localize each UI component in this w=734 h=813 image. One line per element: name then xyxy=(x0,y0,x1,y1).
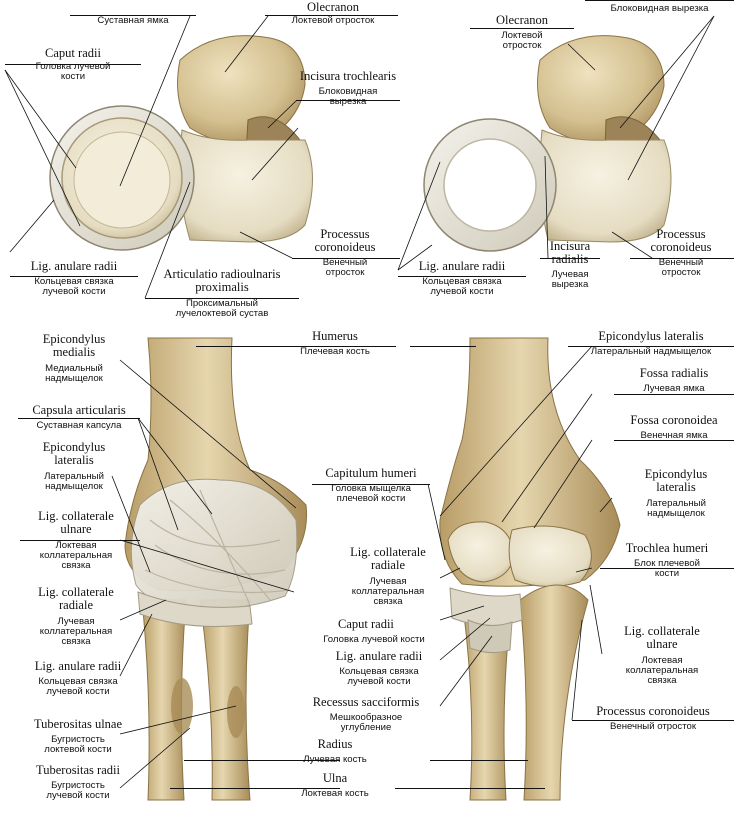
annular-ligament-d xyxy=(449,587,523,627)
label-olecranon-b: Olecranon Локтевой отросток xyxy=(495,13,549,52)
underline xyxy=(70,15,196,16)
label-lig-anulare-c: Lig. anulare radii Кольцевая связка луче… xyxy=(34,659,122,698)
underline xyxy=(395,788,545,789)
label-fossa-articularis: Суставная ямка xyxy=(97,15,169,26)
underline xyxy=(296,100,400,101)
label-lig-coll-radiale-d: Lig. collaterale radiale Лучевая коллате… xyxy=(350,545,426,608)
underline xyxy=(18,418,140,419)
label-lig-anulare-a: Lig. anulare radii Кольцевая связка луче… xyxy=(30,259,118,298)
underline xyxy=(20,540,140,541)
label-epicondylus-medialis: Epicondylus medialis Медиальный надмыщел… xyxy=(42,332,106,385)
label-radius: Radius Лучевая кость xyxy=(303,737,367,766)
label-caput-radii-a: Caput radii Головка лучевой кости xyxy=(35,46,111,83)
label-lig-coll-radiale-c: Lig. collaterale radiale Лучевая коллате… xyxy=(38,585,114,648)
underline xyxy=(184,760,340,761)
annular-ligament-c xyxy=(137,591,253,627)
label-incisura-trochlearis-b: Блоковидная вырезка xyxy=(610,3,709,14)
figure-a xyxy=(49,35,313,251)
capsule-c xyxy=(130,478,298,611)
underline xyxy=(196,346,396,347)
underline xyxy=(568,346,734,347)
underline xyxy=(470,28,574,29)
tuberositas-ulnae-c xyxy=(227,686,245,738)
label-lig-coll-ulnare-c: Lig. collaterale ulnare Локтевая коллате… xyxy=(38,509,114,572)
label-recessus: Recessus sacciformis Мешкообразное углуб… xyxy=(312,695,420,734)
annular-ring-hole-b xyxy=(443,138,537,232)
ulna-body-a xyxy=(179,129,313,243)
label-tuberositas-ulnae: Tuberositas ulnae Бугристость локтевой к… xyxy=(33,717,123,756)
radius-c xyxy=(141,599,187,801)
underline xyxy=(585,0,734,1)
underline xyxy=(600,568,734,569)
label-processus-coronoideus-b: Processus coronoideus Венечный отросток xyxy=(650,227,712,279)
label-humerus-c: Humerus Плечевая кость xyxy=(300,329,370,358)
label-trochlea: Trochlea humeri Блок плечевой кости xyxy=(625,541,709,580)
underline xyxy=(614,440,734,441)
label-olecranon-a: Olecranon Локтевой отросток xyxy=(291,0,375,27)
figure-c xyxy=(124,337,308,801)
label-processus-coronoideus-c: Processus coronoideus Венечный отросток xyxy=(596,704,710,733)
ulna-c xyxy=(199,599,251,801)
underline xyxy=(410,346,476,347)
ulna-d xyxy=(519,584,589,801)
underline xyxy=(5,64,141,65)
label-processus-coronoideus-a: Processus coronoideus Венечный отросток xyxy=(314,227,376,279)
label-lig-anulare-b: Lig. anulare radii Кольцевая связка луче… xyxy=(418,259,506,298)
underline xyxy=(265,15,398,16)
label-fossa-radialis: Fossa radialis Лучевая ямка xyxy=(639,366,709,395)
underline xyxy=(170,788,340,789)
articular-fovea-a xyxy=(73,131,171,229)
figure-d xyxy=(439,337,621,801)
label-epicondylus-lateralis-d: Epicondylus lateralis Латеральный надмыщ… xyxy=(590,329,712,358)
olecranon-b xyxy=(537,35,665,144)
tuberositas-radii-c xyxy=(171,678,193,734)
underline xyxy=(572,720,734,721)
label-lig-anulare-d: Lig. anulare radii Кольцевая связка луче… xyxy=(335,649,423,688)
underline xyxy=(614,394,734,395)
capsule-fibres-c xyxy=(144,489,291,606)
figure-b xyxy=(423,35,672,252)
label-capitulum: Capitulum humeri Головка мыщелка плечево… xyxy=(325,466,417,505)
label-ulna: Ulna Локтевая кость xyxy=(301,771,369,800)
label-incisura-radialis: Incisura radialis Лучевая вырезка xyxy=(549,239,591,291)
label-fossa-coronoidea: Fossa coronoidea Венечная ямка xyxy=(630,413,718,442)
underline xyxy=(292,258,400,259)
underline xyxy=(430,760,528,761)
label-articulatio: Articulatio radioulnaris proximalis Прок… xyxy=(163,267,281,320)
underline xyxy=(145,298,299,299)
underline xyxy=(10,276,138,277)
ulna-body-b xyxy=(539,129,672,243)
underline xyxy=(630,258,734,259)
underline xyxy=(540,258,600,259)
label-capsula: Capsula articularis Суставная капсула xyxy=(32,403,126,432)
label-incisura-trochlearis-a: Incisura trochlearis Блоковидная вырезка xyxy=(299,69,397,108)
label-epicondylus-lateralis-e: Epicondylus lateralis Латеральный надмыщ… xyxy=(644,467,708,520)
label-caput-radii-d: Caput radii Головка лучевой кости xyxy=(323,617,425,646)
underline xyxy=(398,276,526,277)
label-epicondylus-lateralis-c: Epicondylus lateralis Латеральный надмыщ… xyxy=(42,440,106,493)
leader-lines xyxy=(4,15,715,789)
underline xyxy=(312,484,430,485)
label-lig-coll-ulnare-d: Lig. collaterale ulnare Локтевая коллате… xyxy=(624,624,700,687)
label-tuberositas-radii: Tuberositas radii Бугристость лучевой ко… xyxy=(36,763,120,802)
trochlea-d xyxy=(508,525,592,588)
